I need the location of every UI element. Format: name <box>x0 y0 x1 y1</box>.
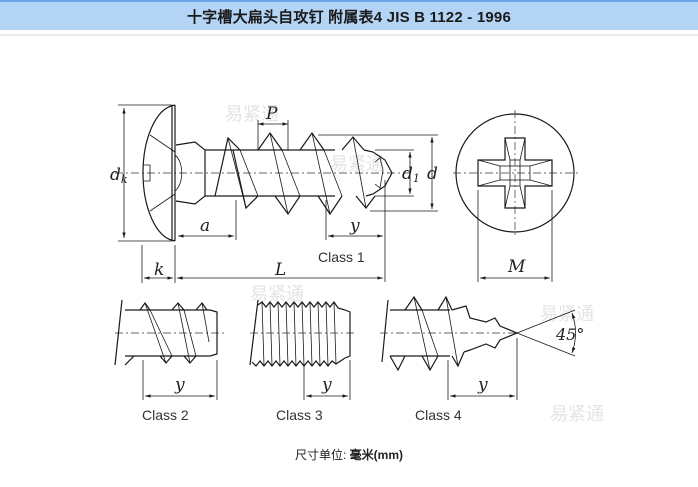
label-dk: dk <box>110 165 128 186</box>
svg-text:易紧通: 易紧通 <box>225 104 279 125</box>
screw-technical-drawing: 易紧通 易紧通 易紧通 易紧通 易紧通 <box>110 104 604 425</box>
label-d: d <box>427 164 438 184</box>
head-top-view: M <box>453 110 578 282</box>
page-title: 十字槽大扁头自攻钉 附属表4 JIS B 1122 - 1996 <box>186 8 511 26</box>
class3-label-y: y <box>321 375 332 395</box>
label-y: y <box>349 216 360 236</box>
label-m: M <box>507 257 526 277</box>
class4-label: Class 4 <box>415 407 462 423</box>
unit-caption: 尺寸单位: 毫米(mm) <box>0 446 698 463</box>
unit-value: 毫米(mm) <box>349 448 404 462</box>
label-l: L <box>274 260 286 280</box>
svg-text:易紧通: 易紧通 <box>250 284 304 305</box>
unit-label: 尺寸单位: <box>294 448 347 462</box>
title-separator <box>0 34 698 36</box>
class2-label-y: y <box>174 375 185 395</box>
class1-dimension-labels: dk P d1 d a y k L Class 1 <box>110 104 438 280</box>
label-a: a <box>200 216 210 236</box>
svg-text:易紧通: 易紧通 <box>550 404 604 425</box>
class2-label: Class 2 <box>142 407 189 423</box>
class3-view: y Class 3 <box>249 299 355 423</box>
label-d1: d1 <box>402 164 420 185</box>
class1-label: Class 1 <box>318 249 365 265</box>
svg-text:易紧通: 易紧通 <box>540 304 594 325</box>
angle-label: 45° <box>555 325 584 344</box>
class2-view: y Class 2 <box>114 299 225 423</box>
watermark: 易紧通 易紧通 易紧通 易紧通 易紧通 <box>225 104 604 425</box>
class1-side-view <box>115 104 438 283</box>
class3-label: Class 3 <box>276 407 323 423</box>
label-k: k <box>154 260 164 280</box>
label-p: P <box>265 104 278 124</box>
svg-text:易紧通: 易紧通 <box>330 154 384 175</box>
title-bar: 十字槽大扁头自攻钉 附属表4 JIS B 1122 - 1996 <box>0 0 698 30</box>
class4-view: 45° y Class 4 <box>380 295 584 423</box>
class4-label-y: y <box>477 375 488 395</box>
